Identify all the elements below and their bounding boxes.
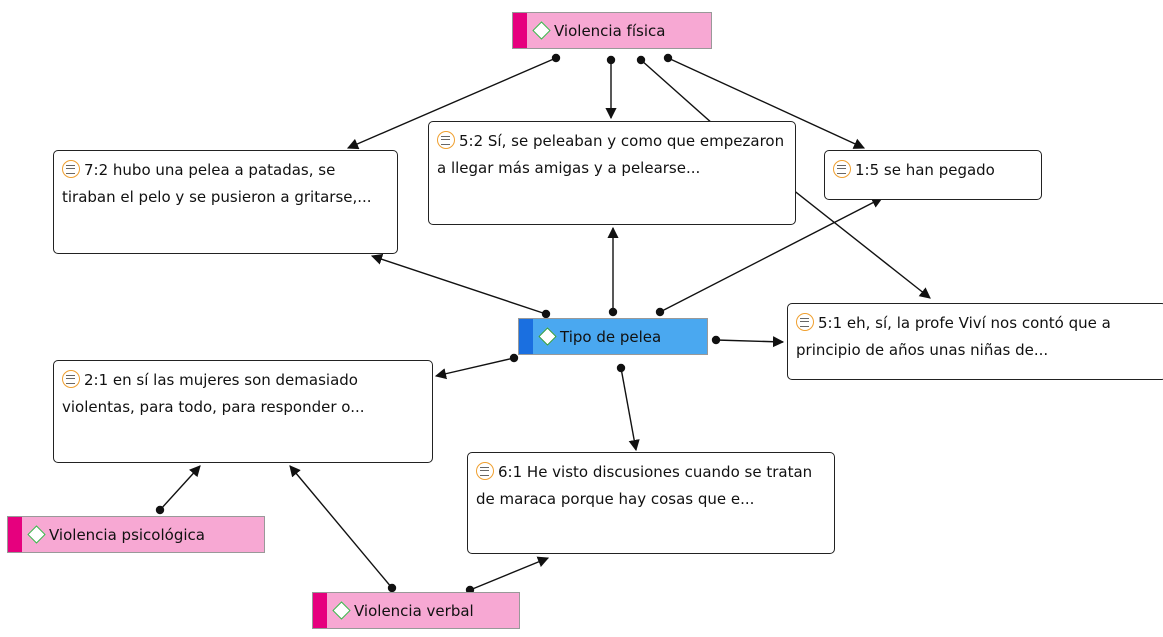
code-label: Violencia física (554, 21, 666, 40)
code-diamond-icon (27, 525, 46, 544)
code-diamond-icon (332, 601, 351, 620)
quotation-icon (476, 462, 494, 480)
quotation-icon (437, 131, 455, 149)
quotation-icon (796, 313, 814, 331)
quote-7-2[interactable]: 7:2 hubo una pelea a patadas, se tiraban… (53, 150, 398, 254)
link-anchor-dot (541, 309, 551, 319)
link-anchor-dot (655, 307, 665, 317)
link-anchor-dot (551, 53, 561, 63)
code-color-bar (313, 593, 327, 628)
relation-link[interactable] (370, 253, 547, 315)
relation-link[interactable] (667, 57, 866, 149)
code-label: Tipo de pelea (560, 327, 662, 346)
code-diamond-icon (538, 327, 557, 346)
link-anchor-dot (616, 363, 626, 373)
link-anchor-dot (711, 335, 721, 345)
link-anchor-dot (387, 583, 397, 593)
code-color-bar (519, 319, 533, 354)
quote-text: 6:1 He visto discusiones cuando se trata… (476, 463, 813, 508)
quotation-icon (833, 160, 851, 178)
link-anchor-dot (509, 353, 519, 363)
relation-link[interactable] (620, 367, 640, 452)
relation-link[interactable] (346, 57, 557, 150)
link-anchor-dot (636, 55, 646, 65)
quote-text: 2:1 en sí las mujeres son demasiado viol… (62, 371, 365, 416)
link-anchor-dot (155, 505, 165, 515)
quote-5-1[interactable]: 5:1 eh, sí, la profe Viví nos contó que … (787, 303, 1163, 380)
quotation-icon (62, 160, 80, 178)
code-tipo-de-pelea[interactable]: Tipo de pelea (518, 318, 708, 355)
relation-link[interactable] (159, 465, 201, 511)
quotation-icon (62, 370, 80, 388)
relation-link[interactable] (434, 357, 515, 380)
quote-2-1[interactable]: 2:1 en sí las mujeres son demasiado viol… (53, 360, 433, 463)
link-anchor-dot (663, 53, 673, 63)
quote-text: 7:2 hubo una pelea a patadas, se tiraban… (62, 161, 372, 206)
code-label: Violencia psicológica (49, 525, 205, 544)
code-color-bar (513, 13, 527, 48)
quote-1-5[interactable]: 1:5 se han pegado (824, 150, 1042, 200)
quote-text: 5:1 eh, sí, la profe Viví nos contó que … (796, 314, 1111, 359)
link-anchor-dot (608, 307, 618, 317)
code-violencia-verbal[interactable]: Violencia verbal (312, 592, 520, 629)
relation-link[interactable] (289, 465, 393, 589)
link-anchor-dot (606, 55, 616, 65)
relation-link[interactable] (715, 336, 785, 348)
code-label: Violencia verbal (354, 601, 474, 620)
quote-5-2[interactable]: 5:2 Sí, se peleaban y como que empezaron… (428, 121, 796, 225)
quote-6-1[interactable]: 6:1 He visto discusiones cuando se trata… (467, 452, 835, 554)
relation-link[interactable] (469, 556, 550, 591)
quote-text: 5:2 Sí, se peleaban y como que empezaron… (437, 132, 785, 177)
quote-text: 1:5 se han pegado (855, 161, 995, 179)
code-violencia-psicologica[interactable]: Violencia psicológica (7, 516, 265, 553)
relation-link[interactable] (659, 197, 883, 313)
code-diamond-icon (532, 21, 551, 40)
code-violencia-fisica[interactable]: Violencia física (512, 12, 712, 49)
code-color-bar (8, 517, 22, 552)
